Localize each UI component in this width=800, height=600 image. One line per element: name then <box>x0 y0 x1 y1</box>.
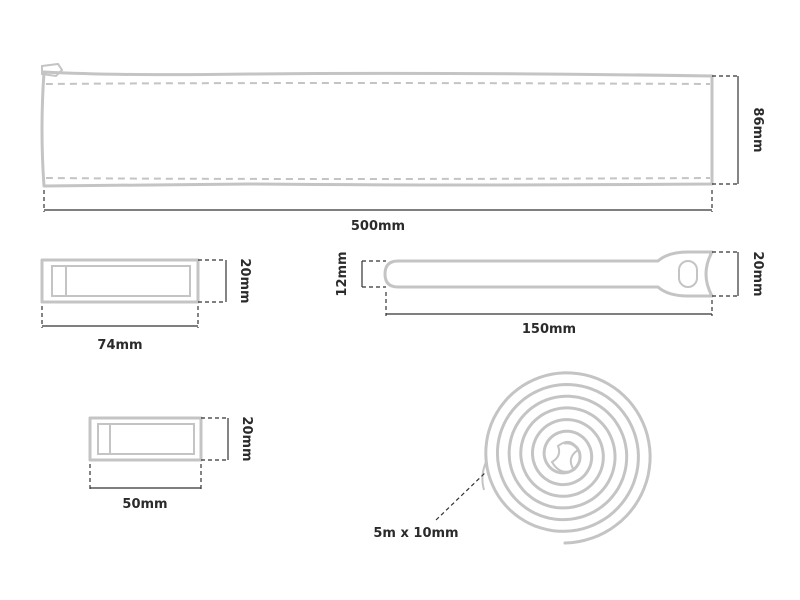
cable-sleeve <box>40 62 714 188</box>
cable-tie-slot <box>678 260 698 288</box>
sleeve-stitch-bottom <box>45 177 711 180</box>
buckle-large-slot <box>51 265 191 297</box>
buckle-small-height-label: 20mm <box>239 416 254 461</box>
buckle-large-width-label: 74mm <box>97 338 142 353</box>
sleeve-outline <box>40 70 714 188</box>
buckle-small-outline <box>88 416 203 462</box>
buckle-large <box>40 258 200 304</box>
tie-head-width-label: 20mm <box>750 251 765 296</box>
buckle-small-slot <box>97 423 195 455</box>
roll-size-label: 5m x 10mm <box>373 526 458 541</box>
tape-roll-spiral <box>484 371 652 545</box>
sleeve-stitch-top <box>45 82 711 85</box>
roll-leader-line <box>435 471 487 521</box>
cable-tie <box>383 250 714 298</box>
sleeve-height-label: 86mm <box>750 107 765 152</box>
buckle-small <box>88 416 203 462</box>
sleeve-length-label: 500mm <box>351 219 405 234</box>
tape-roll-free-end <box>481 461 487 491</box>
tape-roll <box>481 371 652 545</box>
buckle-large-outline <box>40 258 200 304</box>
cable-tie-outline <box>383 250 714 298</box>
buckle-large-height-label: 20mm <box>237 258 252 303</box>
tape-roll-core <box>550 440 580 473</box>
sleeve-zipper-pull <box>41 62 64 78</box>
tie-length-label: 150mm <box>522 322 576 337</box>
buckle-small-width-label: 50mm <box>122 497 167 512</box>
tie-tail-width-label: 12mm <box>335 251 350 296</box>
